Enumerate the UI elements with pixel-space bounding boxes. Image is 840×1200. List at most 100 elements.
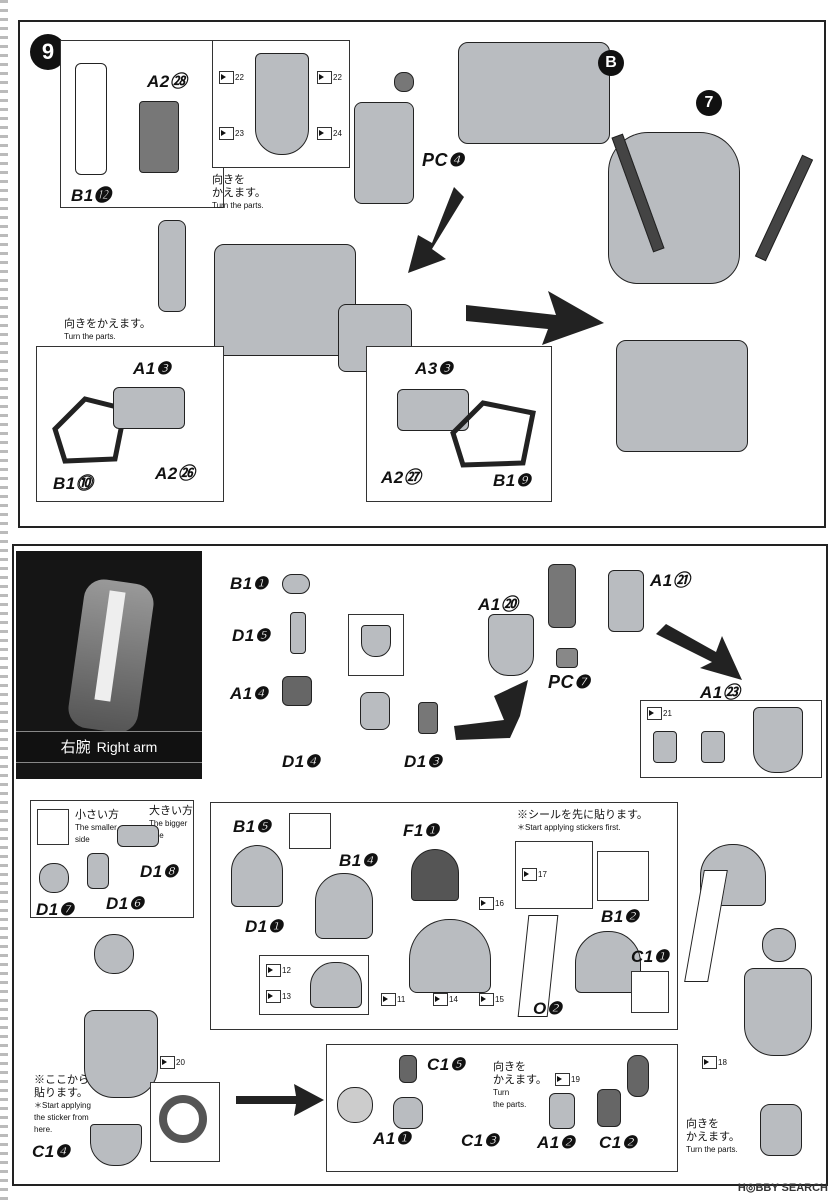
label-d1-7: D1❼ bbox=[36, 900, 75, 919]
forearm-right-ball bbox=[762, 928, 796, 962]
arrow-lower-1 bbox=[236, 1084, 324, 1116]
label-c1-3: C1❸ bbox=[461, 1131, 500, 1150]
part-b12-detail-box bbox=[597, 851, 649, 901]
arrow-right-arm-1 bbox=[454, 680, 528, 740]
part-cover-b12 bbox=[575, 931, 641, 993]
part-side-plate bbox=[354, 102, 414, 204]
watermark: H◎BBY SEARCH bbox=[737, 1182, 828, 1194]
part-cup bbox=[282, 676, 312, 706]
sticker-21 bbox=[647, 707, 662, 720]
part-a12 bbox=[549, 1093, 575, 1129]
apply-here-note: ※ここから 貼ります。 ＊Start applying the sticker … bbox=[34, 1074, 91, 1134]
shoulder-ball-assembled bbox=[94, 934, 134, 974]
shoulder-box: 小さい方 The smaller side 大きい方 The bigger si… bbox=[30, 800, 194, 918]
part-ball-joint bbox=[87, 853, 109, 889]
label-a1-21: A1㉑ bbox=[650, 571, 691, 590]
part-c12 bbox=[597, 1089, 621, 1127]
subassembly-box-bottom-right: A3❸ A2㉗ B1❾ bbox=[366, 346, 552, 502]
sticker-22b bbox=[317, 71, 332, 84]
turn-parts-note-2: 向きをかえます。 Turn the parts. bbox=[64, 318, 151, 341]
sticker-box-arm: 21 bbox=[640, 700, 822, 778]
big-arrow-right bbox=[466, 291, 604, 345]
label-c1-4: C1❹ bbox=[32, 1142, 71, 1161]
frame-part-b1 bbox=[75, 63, 107, 175]
label-pc4: PC❹ bbox=[422, 150, 465, 170]
label-o2: O❷ bbox=[533, 999, 563, 1018]
part-forearm-cover bbox=[608, 570, 644, 632]
frame-outline-right bbox=[450, 400, 536, 468]
label-b1-5: B1❺ bbox=[233, 817, 272, 836]
part-forearm-assembled bbox=[753, 707, 803, 773]
sticker-22a bbox=[219, 71, 234, 84]
sticker-19 bbox=[555, 1073, 570, 1086]
label-c1-5: C1❺ bbox=[427, 1055, 466, 1074]
arrow-right-arm-2 bbox=[656, 624, 742, 680]
label-d1-4: D1❹ bbox=[282, 752, 321, 771]
part-ball bbox=[39, 863, 69, 893]
ref-badge-b: B bbox=[598, 50, 624, 76]
label-c1-1: C1❶ bbox=[631, 947, 670, 966]
label-d1-8: D1❽ bbox=[140, 862, 179, 881]
hand-ring-detail bbox=[337, 1087, 373, 1123]
label-a1-20: A1⑳ bbox=[478, 595, 519, 614]
part-elbow-joint bbox=[418, 702, 438, 734]
subassembly-box-left: A2㉘ B1⓬ bbox=[60, 40, 224, 208]
label-b1-2: B1❷ bbox=[601, 907, 640, 926]
part-a11-hand bbox=[393, 1097, 423, 1129]
label-a2-28: A2㉘ bbox=[147, 72, 188, 91]
forearm-right-body bbox=[744, 968, 812, 1056]
part-c15 bbox=[399, 1055, 417, 1083]
part-head-mid bbox=[214, 244, 356, 356]
poly-cap-7 bbox=[556, 648, 578, 668]
label-b1-12: B1⓬ bbox=[71, 186, 112, 205]
turn-parts-note-1: 向きを かえます。 Turn the parts. bbox=[212, 174, 266, 210]
step-9-panel: 9 A2㉘ B1⓬ 22 22 23 24 向きを かえます。 Turn the… bbox=[18, 20, 826, 528]
turn-parts-note-lower-2: 向きを かえます。 Turn the parts. bbox=[686, 1118, 740, 1154]
label-a1-23: A1㉓ bbox=[700, 683, 741, 702]
label-pc7: PC❼ bbox=[548, 672, 591, 692]
detail-box-c11 bbox=[631, 971, 669, 1013]
part-joint-d18 bbox=[117, 825, 159, 847]
ring-detail bbox=[159, 1095, 207, 1143]
label-f1-1: F1❶ bbox=[403, 821, 440, 840]
upper-arm bbox=[84, 1010, 158, 1098]
part-fin-f11 bbox=[411, 849, 459, 901]
part-head-shell bbox=[458, 42, 610, 144]
smaller-side-note: 小さい方 The smaller side bbox=[75, 809, 119, 844]
label-b1-9: B1❾ bbox=[493, 471, 532, 490]
sticker-24 bbox=[317, 127, 332, 140]
sticker-11 bbox=[381, 993, 396, 1006]
part-cover-b14 bbox=[315, 873, 373, 939]
label-a2-26: A2㉖ bbox=[155, 464, 196, 483]
label-d1-6: D1❻ bbox=[106, 894, 145, 913]
antenna-right bbox=[754, 154, 814, 262]
part-cover-b15 bbox=[231, 845, 283, 907]
sticker-12 bbox=[266, 964, 281, 977]
label-d1-3: D1❸ bbox=[404, 752, 443, 771]
label-b1-10: B1⓾ bbox=[53, 474, 94, 493]
sticker-15 bbox=[479, 993, 494, 1006]
sticker-23 bbox=[219, 127, 234, 140]
sticker-18 bbox=[702, 1056, 717, 1069]
part-armor-plate bbox=[255, 53, 309, 155]
frame-outline-left bbox=[52, 396, 128, 464]
sticker-detail-box: 12 13 bbox=[259, 955, 369, 1015]
part-cup-detail bbox=[361, 625, 391, 657]
label-b1-1: B1❶ bbox=[230, 574, 269, 593]
label-a3-3: A3❸ bbox=[415, 359, 454, 378]
sticker-14 bbox=[433, 993, 448, 1006]
part-cover-assembled bbox=[409, 919, 491, 993]
hand-assembly-box: C1❺ A1❶ C1❸ 向きを かえます。 Turn the parts. 19… bbox=[326, 1044, 678, 1172]
part-bowl bbox=[90, 1124, 142, 1166]
part-plate-left bbox=[113, 387, 185, 429]
sticker-box-top: 22 22 23 24 bbox=[212, 40, 350, 168]
part-a2 bbox=[139, 101, 179, 173]
subassembly-box-bottom-left: A1❸ B1⓾ A2㉖ bbox=[36, 346, 224, 502]
label-a1-4: A1❹ bbox=[230, 684, 269, 703]
part-joint bbox=[290, 612, 306, 654]
sticker-sheet-box: 17 bbox=[515, 841, 593, 909]
binding-edge bbox=[0, 0, 8, 1200]
body-lower-assembly bbox=[616, 340, 748, 452]
label-d1-1: D1❶ bbox=[245, 917, 284, 936]
